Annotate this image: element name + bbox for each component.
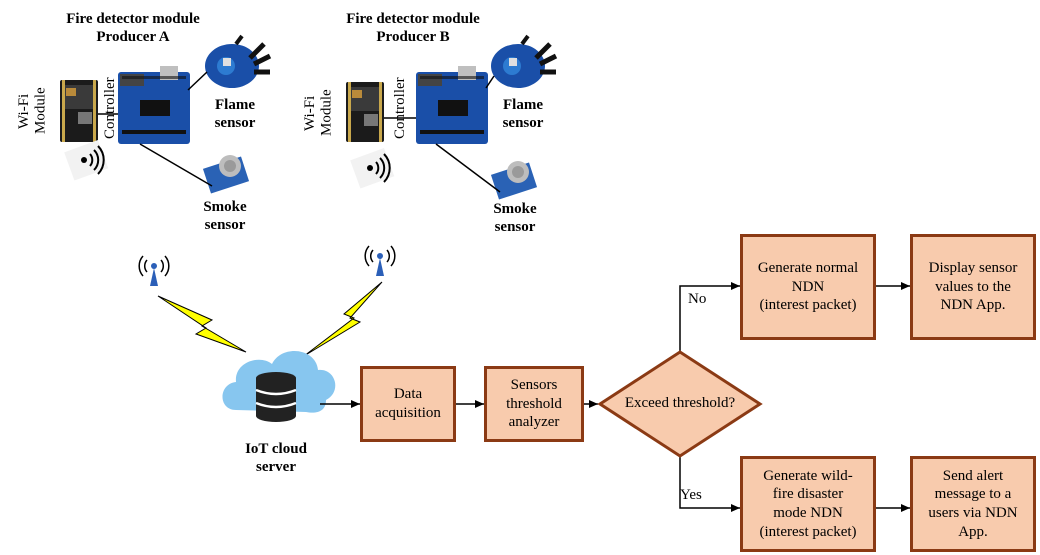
producer-b-title: Fire detector module Producer B xyxy=(320,10,506,46)
producer-a-flame-label: Flame sensor xyxy=(200,96,270,132)
no-label: No xyxy=(688,291,707,307)
producer-a-title-line1: Fire detector module xyxy=(66,11,200,27)
smoke-label-line1: Smoke xyxy=(493,201,537,217)
cloud-label-line1: IoT cloud xyxy=(245,441,307,457)
producer-b-title-line1: Fire detector module xyxy=(346,11,480,27)
flame-label-line2: sensor xyxy=(214,115,256,131)
wifi-module-icon xyxy=(60,80,98,142)
antenna-icon xyxy=(138,255,170,286)
lightning-bolt-icon xyxy=(157,295,247,353)
smoke-label-line1: Smoke xyxy=(203,199,247,215)
smoke-sensor-icon xyxy=(202,155,250,194)
flame-label-line1: Flame xyxy=(503,97,543,113)
producer-b-title-line2: Producer B xyxy=(376,29,450,45)
smoke-label-line2: sensor xyxy=(494,219,536,235)
producer-a-title-line2: Producer A xyxy=(96,29,170,45)
wifi-signal-icon xyxy=(350,148,395,189)
wifi-label-line1: Wi-Fi xyxy=(16,93,32,129)
decision-diamond xyxy=(597,350,763,458)
send-alert-box: Send alert message to a users via NDN Ap… xyxy=(910,456,1036,552)
cloud-server-label: IoT cloud server xyxy=(226,440,326,476)
producer-a-module xyxy=(60,34,272,194)
producer-a-smoke-label: Smoke sensor xyxy=(190,198,260,234)
producer-a-controller-label: Controller xyxy=(102,77,118,139)
antenna-icon xyxy=(364,245,396,276)
threshold-analyzer-box: Sensors threshold analyzer xyxy=(484,366,584,442)
display-values-box: Display sensor values to the NDN App. xyxy=(910,234,1036,340)
producer-b-flame-label: Flame sensor xyxy=(488,96,558,132)
flame-label-line1: Flame xyxy=(215,97,255,113)
lightning-bolt-icon xyxy=(303,281,383,357)
cloud-server-icon xyxy=(222,351,336,422)
producer-b-module xyxy=(346,34,558,200)
decision-label: Exceed threshold? xyxy=(624,395,736,411)
producer-b-smoke-label: Smoke sensor xyxy=(480,200,550,236)
data-acquisition-box: Data acquisition xyxy=(360,366,456,442)
flame-label-line2: sensor xyxy=(502,115,544,131)
wifi-module-icon xyxy=(346,82,384,142)
normal-ndn-box: Generate normal NDN (interest packet) xyxy=(740,234,876,340)
wifi-label-line1: Wi-Fi xyxy=(302,95,318,131)
controller-board-icon xyxy=(416,66,488,144)
wifi-label-line2: Module xyxy=(318,89,335,137)
disaster-ndn-box: Generate wild- fire disaster mode NDN (i… xyxy=(740,456,876,552)
flame-sensor-icon xyxy=(205,34,272,88)
producer-a-wifi-label: Wi-Fi Module xyxy=(16,80,49,142)
flame-sensor-icon xyxy=(491,34,558,88)
wifi-label-line2: Module xyxy=(32,87,49,135)
smoke-label-line2: sensor xyxy=(204,217,246,233)
smoke-sensor-icon xyxy=(490,161,538,200)
producer-b-wifi-label: Wi-Fi Module xyxy=(302,82,335,144)
yes-label: Yes xyxy=(680,487,702,503)
producer-b-controller-label: Controller xyxy=(392,77,408,139)
controller-board-icon xyxy=(118,66,190,144)
wifi-signal-icon xyxy=(64,140,109,181)
cloud-label-line2: server xyxy=(256,459,296,475)
producer-a-title: Fire detector module Producer A xyxy=(40,10,226,46)
